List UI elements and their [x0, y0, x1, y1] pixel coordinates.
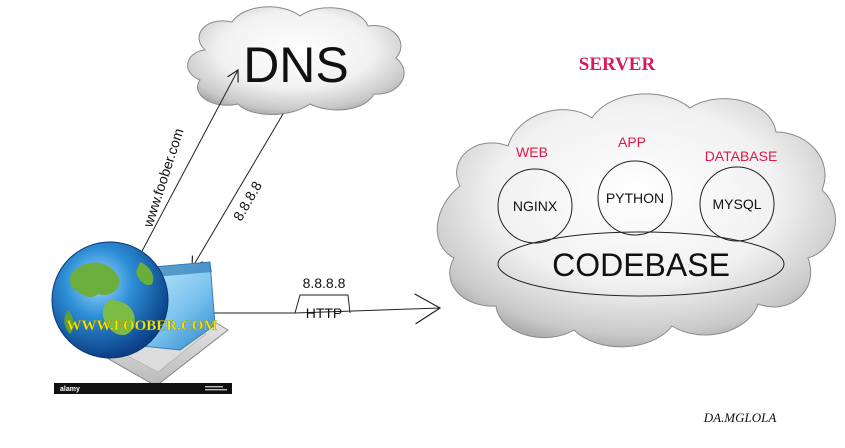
- stock-banner: [54, 383, 232, 394]
- client-url-label: WWW.FOOBER.COM: [66, 318, 217, 334]
- stock-brand-logo: alamy: [60, 386, 80, 393]
- codebase-node: CODEBASE: [497, 231, 785, 297]
- codebase-label: CODEBASE: [552, 247, 730, 283]
- category-web: WEB: [516, 144, 548, 160]
- dns-label: DNS: [243, 37, 349, 93]
- globe-icon: [51, 241, 169, 359]
- mysql-node: MYSQL: [699, 166, 775, 242]
- http-protocol-label: HTTP: [306, 305, 343, 321]
- server-title: SERVER: [579, 54, 656, 75]
- dns-cloud: DNS: [187, 6, 405, 115]
- client-laptop-image: alamy: [51, 241, 232, 394]
- python-node: PYTHON: [597, 160, 673, 236]
- http-arrow: 8.8.8.8 HTTP: [208, 275, 442, 325]
- http-ip-label: 8.8.8.8: [303, 275, 346, 291]
- category-database: DATABASE: [705, 148, 778, 164]
- nginx-label: NGINX: [513, 198, 558, 214]
- dns-response-arrow: 8.8.8.8: [191, 113, 284, 270]
- python-label: PYTHON: [606, 190, 664, 206]
- signature: DA.MGLOLA: [703, 410, 777, 425]
- server-cloud: [436, 93, 836, 348]
- request-arrow: www.foober.com: [139, 68, 239, 256]
- request-domain-label: www.foober.com: [139, 126, 186, 230]
- dns-response-label: 8.8.8.8: [230, 178, 265, 223]
- mysql-label: MYSQL: [712, 196, 761, 212]
- category-app: APP: [618, 134, 646, 150]
